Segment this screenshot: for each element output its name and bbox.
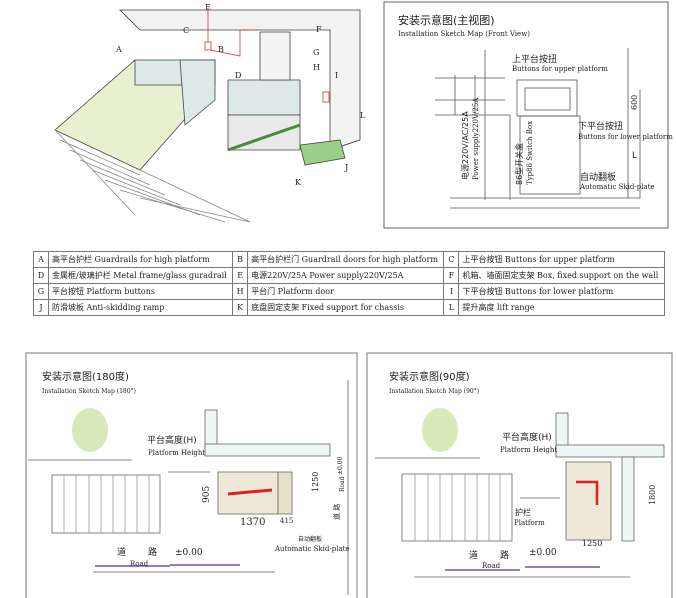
svg-text:I: I [335,71,338,80]
svg-text:L: L [360,111,366,120]
svg-text:路: 路 [500,549,509,561]
svg-text:L: L [632,151,637,161]
svg-text:Buttons for lower platform: Buttons for lower platform [578,133,673,141]
svg-text:护栏: 护栏 [515,507,531,517]
svg-text:±0.00: ±0.00 [175,548,203,558]
svg-text:平台高度(H): 平台高度(H) [502,431,552,443]
svg-text:上平台按扭: 上平台按扭 [512,53,557,65]
svg-text:自动翻板: 自动翻板 [298,535,322,543]
svg-text:安装示意图(主视图): 安装示意图(主视图) [398,13,495,27]
svg-text:Platform Height: Platform Height [148,449,205,457]
svg-text:电源220V/AC/25A: 电源220V/AC/25A [460,111,470,180]
svg-text:K: K [295,178,302,187]
svg-text:600: 600 [630,95,639,110]
svg-text:道 路: 道 路 [332,504,341,520]
svg-text:F: F [316,25,322,34]
svg-text:1250: 1250 [582,539,602,548]
svg-text:平台高度(H): 平台高度(H) [147,434,197,446]
svg-text:C: C [183,26,189,35]
svg-text:J: J [344,163,348,172]
svg-text:Platform Height: Platform Height [500,446,557,454]
svg-text:Road: Road [130,560,149,568]
svg-text:Installation Sketch Map (Front: Installation Sketch Map (Front View) [398,30,530,38]
svg-text:1370: 1370 [240,517,265,528]
front-view-panel: 安装示意图(主视图) Installation Sketch Map (Fron… [383,1,673,229]
svg-text:H: H [313,63,320,72]
svg-text:1250: 1250 [311,472,320,492]
svg-text:E: E [205,3,211,12]
svg-text:自动翻板: 自动翻板 [580,171,616,183]
svg-text:Road: Road [482,562,501,570]
svg-text:1800: 1800 [648,485,657,505]
svg-text:Road: Road [339,476,346,492]
svg-text:安装示意图(90度): 安装示意图(90度) [389,370,470,383]
svg-text:B: B [218,45,224,54]
svg-text:Installation Sketch Map (180°): Installation Sketch Map (180°) [42,388,136,395]
svg-text:Automatic Skid-plate: Automatic Skid-plate [579,183,655,191]
svg-text:905: 905 [202,486,212,503]
overview-illustration [54,8,361,223]
svg-text:Power supply220V/25A: Power supply220V/25A [472,97,480,180]
panel-90: 安装示意图(90度) Installation Sketch Map (90°)… [366,352,673,598]
svg-text:安装示意图(180度): 安装示意图(180度) [42,370,129,383]
svg-text:86型开关盒: 86型开关盒 [514,143,524,185]
svg-text:道: 道 [469,549,478,561]
svg-text:Platform: Platform [514,519,545,527]
panel-180: 安装示意图(180度) Installation Sketch Map (180… [25,352,358,598]
svg-text:415: 415 [280,517,293,525]
svg-text:±0.00: ±0.00 [529,548,557,558]
svg-text:Automatic Skid-plate: Automatic Skid-plate [274,545,350,553]
svg-text:路: 路 [148,546,157,558]
svg-text:A: A [115,45,122,54]
svg-text:Typ86 Switch Box: Typ86 Switch Box [526,121,534,185]
svg-text:G: G [313,48,319,57]
svg-text:D: D [235,71,241,80]
svg-text:Buttons for upper platform: Buttons for upper platform [512,65,608,73]
svg-text:下平台按扭: 下平台按扭 [578,120,623,132]
svg-text:道: 道 [117,546,126,558]
svg-text:Installation Sketch Map (90°): Installation Sketch Map (90°) [389,388,479,395]
overview-labels: A B C D E F GH I J K L [115,3,366,187]
svg-text:±0.00: ±0.00 [337,456,344,475]
